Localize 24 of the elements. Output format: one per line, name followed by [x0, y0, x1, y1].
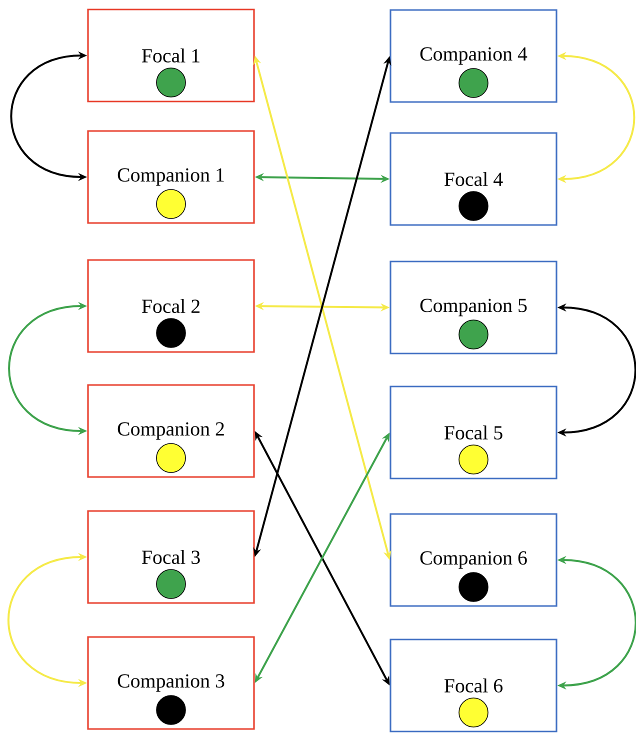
dot-marker — [458, 444, 488, 474]
text-box: Focal 2 — [87, 259, 255, 353]
dot-marker — [458, 698, 488, 728]
dot-marker — [156, 189, 186, 219]
text-box: Focal 1 — [87, 8, 255, 102]
dot-marker — [156, 443, 186, 473]
text-box: Focal 6 — [390, 638, 558, 732]
text-box: Focal 4 — [390, 132, 558, 226]
text-box: Companion 6 — [390, 513, 558, 607]
dot-marker — [458, 572, 488, 602]
dot-marker — [458, 68, 488, 98]
text-box: Companion 4 — [390, 9, 558, 103]
text-box: Companion 2 — [87, 384, 255, 478]
text-box: Focal 3 — [87, 510, 255, 604]
text-box: Companion 1 — [87, 130, 255, 224]
text-box: Companion 3 — [87, 636, 255, 730]
dot-marker — [156, 569, 186, 599]
text-box: Focal 5 — [390, 386, 558, 480]
dot-marker — [156, 695, 186, 725]
dot-marker — [458, 191, 488, 221]
text-box: Companion 5 — [390, 260, 558, 354]
dot-marker — [458, 320, 488, 350]
dot-marker — [156, 318, 186, 348]
dot-marker — [156, 68, 186, 98]
